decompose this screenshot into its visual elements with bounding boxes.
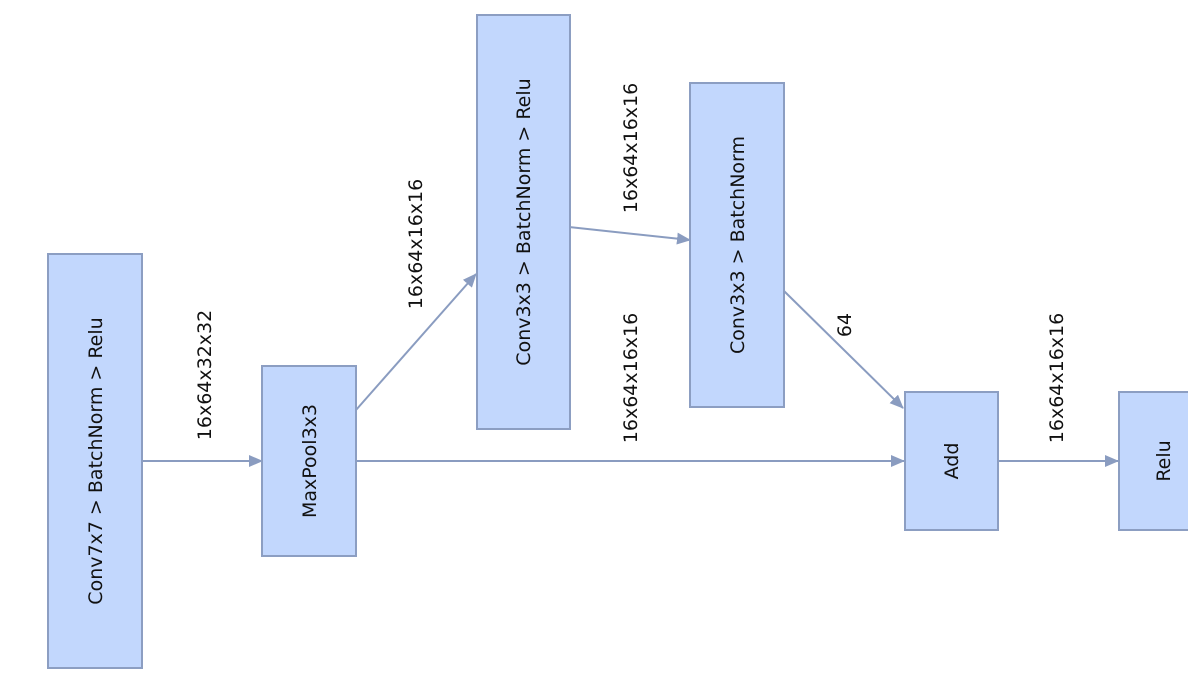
edge-label-conv7-maxpool: 16x64x32x32 (194, 310, 216, 440)
edge-label-conv3a-conv3b: 16x64x16x16 (620, 83, 642, 213)
node-label-maxpool: MaxPool3x3 (299, 404, 321, 518)
node-label-conv7x7: Conv7x7 > BatchNorm > Relu (85, 317, 107, 604)
node-label-add: Add (941, 443, 963, 480)
node-maxpool: MaxPool3x3 (261, 365, 357, 557)
node-conv3x3-b: Conv3x3 > BatchNorm (689, 82, 785, 408)
node-label-relu: Relu (1153, 440, 1175, 481)
edge-conv3a-to-conv3b (568, 226, 691, 245)
node-conv7x7: Conv7x7 > BatchNorm > Relu (47, 253, 143, 669)
edge-label-maxpool-add: 16x64x16x16 (620, 313, 642, 443)
edge-label-add-relu: 16x64x16x16 (1046, 313, 1068, 443)
edge-label-maxpool-conv3a: 16x64x16x16 (405, 179, 427, 309)
node-relu: Relu (1118, 391, 1188, 531)
edge-maxpool-to-conv3a (355, 273, 477, 411)
edge-label-conv3b-add: 64 (834, 313, 856, 337)
edge-conv3b-to-add (783, 290, 904, 409)
node-conv3x3-a: Conv3x3 > BatchNorm > Relu (476, 14, 571, 430)
node-label-conv3x3-b: Conv3x3 > BatchNorm (727, 136, 749, 354)
node-label-conv3x3-a: Conv3x3 > BatchNorm > Relu (513, 78, 535, 365)
node-add: Add (904, 391, 999, 531)
